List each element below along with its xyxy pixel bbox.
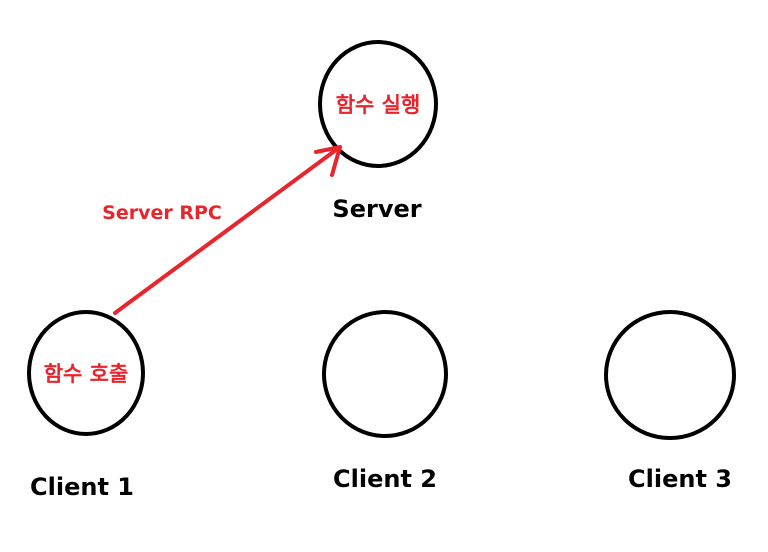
rpc-arrow: Server RPC [102,145,342,315]
rpc-arrow-label: Server RPC [102,202,222,224]
client-1-label: Client 1 [30,473,134,501]
client-1-node: 함수 호출 Client 1 [27,310,145,501]
client-2-node: Client 2 [322,310,448,493]
client-2-circle [322,310,448,438]
client-2-label: Client 2 [333,465,437,493]
client-1-circle [27,310,145,436]
server-circle [318,40,438,168]
server-inner-text: 함수 실행 [336,93,421,117]
client-3-node: Client 3 [604,310,736,493]
server-label: Server [332,195,421,223]
rpc-arrow-head [314,145,342,177]
rpc-arrow-line [113,145,342,315]
client-1-inner-text: 함수 호출 [44,362,129,386]
client-3-circle [604,310,736,440]
server-node: 함수 실행 Server [318,40,438,223]
client-3-label: Client 3 [628,465,732,493]
